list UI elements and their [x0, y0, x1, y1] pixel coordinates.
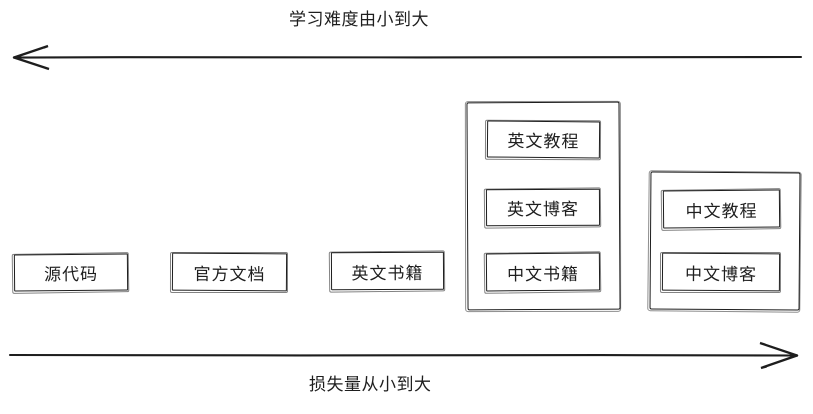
- node-english-blog[interactable]: 英文博客: [485, 188, 601, 227]
- node-label: 中文博客: [684, 264, 758, 285]
- top-axis-label: 学习难度由小到大: [289, 10, 429, 30]
- node-label: 源代码: [43, 264, 99, 286]
- node-source-code[interactable]: 源代码: [13, 253, 129, 292]
- node-label: 中文书籍: [506, 264, 580, 285]
- node-chinese-blog[interactable]: 中文博客: [661, 252, 781, 292]
- top-axis-arrow: [12, 44, 803, 71]
- node-label: 中文教程: [685, 201, 758, 222]
- node-label: 官方文档: [193, 264, 266, 285]
- node-english-books[interactable]: 英文书籍: [330, 251, 445, 291]
- bottom-axis-label: 损失量从小到大: [309, 375, 432, 395]
- node-chinese-books[interactable]: 中文书籍: [485, 252, 601, 292]
- node-official-docs[interactable]: 官方文档: [171, 252, 288, 292]
- node-label: 英文博客: [506, 199, 580, 221]
- node-english-tutorial[interactable]: 英文教程: [486, 120, 601, 159]
- node-chinese-tutorial[interactable]: 中文教程: [662, 189, 781, 229]
- node-label: 英文教程: [507, 131, 580, 153]
- node-label: 英文书籍: [351, 263, 424, 284]
